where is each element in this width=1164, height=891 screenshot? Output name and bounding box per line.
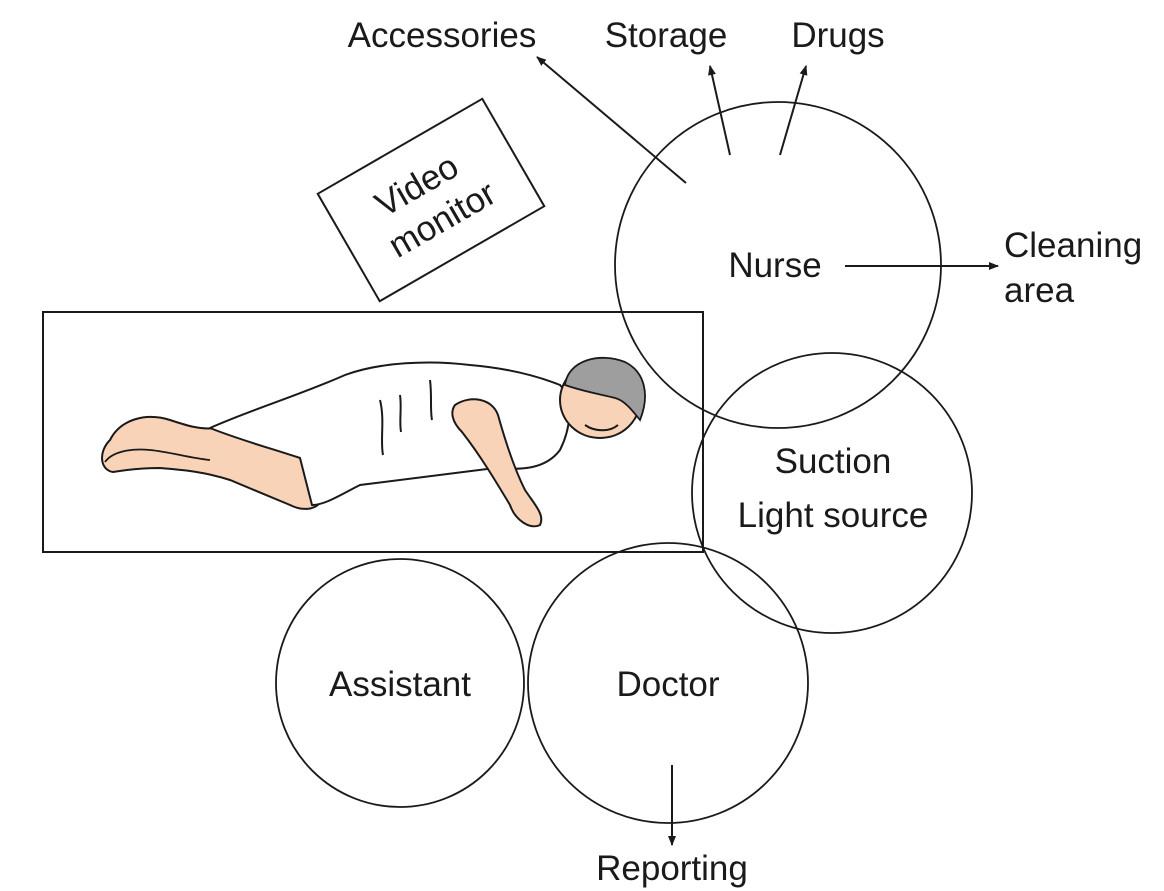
arrow-to-accessories [536,56,687,184]
patient-legs [101,415,325,510]
assistant-zone [275,558,525,808]
light-source-label: Light source [738,496,929,535]
assistant-label: Assistant [329,665,471,704]
arrow-to-drugs [779,65,808,156]
cleaning-label: Cleaning [1004,226,1142,265]
storage-label: Storage [605,16,728,55]
accessories-label: Accessories [348,16,537,55]
suction-label: Suction [775,442,892,481]
video-monitor: Video monitor [316,97,546,303]
doctor-label: Doctor [616,665,719,704]
patient-hair [564,356,646,422]
patient-arm [451,398,543,528]
drugs-label: Drugs [791,16,884,55]
gown-fold-2 [399,394,402,433]
arrow-to-storage [708,65,731,156]
patient-figure [101,356,646,528]
nurse-label: Nurse [728,246,821,285]
suction-light-source-zone [691,352,973,634]
video-monitor-frame [316,97,546,303]
gown-fold-1 [379,399,384,456]
doctor-zone [527,542,809,824]
reporting-label: Reporting [596,849,748,888]
patient-foot-lower [104,448,211,463]
gown-fold-3 [429,379,433,421]
cleaning-area-label: area [1004,271,1075,310]
patient-face-line [584,424,619,432]
